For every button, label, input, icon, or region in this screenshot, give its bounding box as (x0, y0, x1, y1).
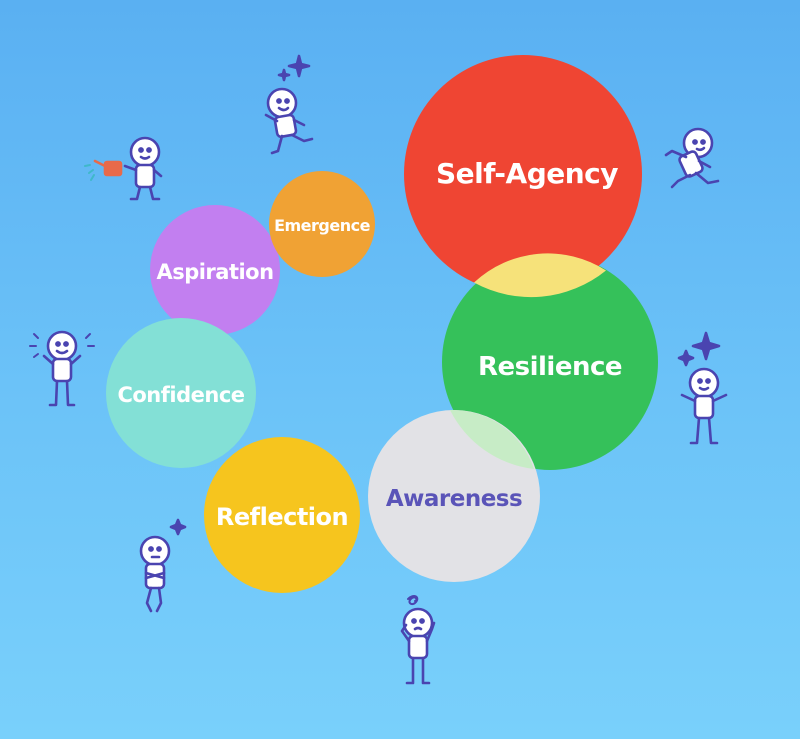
watering-can-icon (84, 159, 123, 181)
bubble-resilience (442, 254, 658, 470)
figure-running-icon (664, 127, 720, 189)
sparkle-icon (287, 54, 311, 78)
label-emergence: Emergence (274, 216, 371, 235)
overlap-resilience-awareness (450, 409, 534, 469)
figure-waving-icon (29, 330, 95, 407)
label-self-agency: Self-Agency (436, 157, 618, 190)
bubble-confidence (106, 318, 256, 468)
label-reflection: Reflection (216, 503, 348, 531)
figure-thinking-icon (139, 518, 187, 613)
bubble-emergence (269, 171, 375, 277)
bubble-aspiration (150, 205, 280, 335)
overlap-self-agency-resilience (474, 253, 606, 298)
label-awareness: Awareness (386, 486, 522, 512)
label-aspiration: Aspiration (156, 260, 273, 284)
bubble-reflection (204, 437, 360, 593)
sparkle-icon (691, 331, 721, 361)
figure-watering-icon (84, 136, 163, 201)
figure-sparkles-icon (677, 331, 728, 445)
label-resilience: Resilience (478, 352, 622, 382)
figure-jumping-icon (264, 54, 314, 155)
sparkle-icon (169, 518, 187, 536)
label-confidence: Confidence (117, 383, 244, 407)
figure-confused-icon (400, 595, 436, 685)
bubble-self-agency (404, 55, 642, 293)
